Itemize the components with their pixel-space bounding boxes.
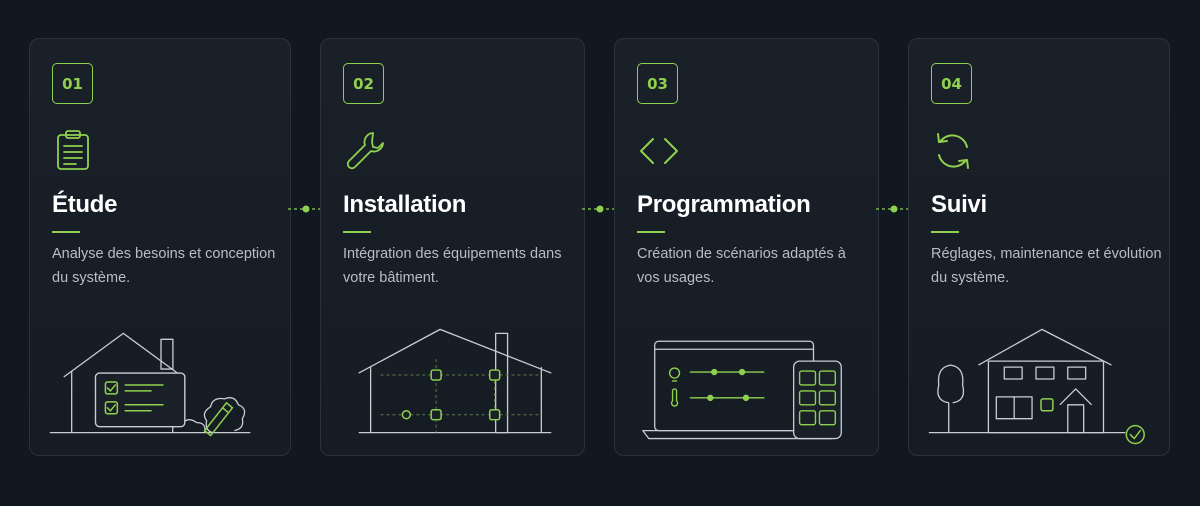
step-card-etude: 01 Étude Analyse des besoins et concepti… — [29, 38, 291, 456]
title-underline — [931, 231, 959, 233]
title-underline — [52, 231, 80, 233]
step-title: Installation — [343, 191, 467, 218]
step-number: 04 — [931, 63, 972, 104]
step-number: 02 — [343, 63, 384, 104]
step-card-programmation: 03 Programmation Création de scénarios a… — [614, 38, 879, 456]
connector-dot — [582, 205, 618, 213]
clipboard-icon — [52, 129, 96, 173]
house-monitoring-illustration — [928, 328, 1145, 445]
step-title: Programmation — [637, 191, 811, 218]
code-icon — [637, 129, 681, 173]
step-card-suivi: 04 Suivi Réglages, maintenance et évolut… — [908, 38, 1170, 456]
step-number: 03 — [637, 63, 678, 104]
step-description: Intégration des équipements dans votre b… — [343, 246, 562, 286]
step-description: Analyse des besoins et conception du sys… — [52, 246, 276, 286]
laptop-phone-illustration — [642, 340, 842, 440]
step-description: Création de scénarios adaptés à vos usag… — [637, 246, 846, 286]
step-card-installation: 02 Installation Intégration des équipeme… — [320, 38, 585, 456]
connector-dot — [876, 205, 912, 213]
step-number: 01 — [52, 63, 93, 104]
house-wiring-illustration — [358, 328, 552, 434]
step-title: Étude — [52, 191, 118, 218]
title-underline — [343, 231, 371, 233]
title-underline — [637, 231, 665, 233]
connector-dot — [288, 205, 324, 213]
house-plan-illustration — [49, 332, 251, 437]
wrench-icon — [343, 129, 387, 173]
step-title: Suivi — [931, 191, 987, 218]
step-description: Réglages, maintenance et évolution du sy… — [931, 246, 1162, 286]
refresh-icon — [931, 129, 975, 173]
